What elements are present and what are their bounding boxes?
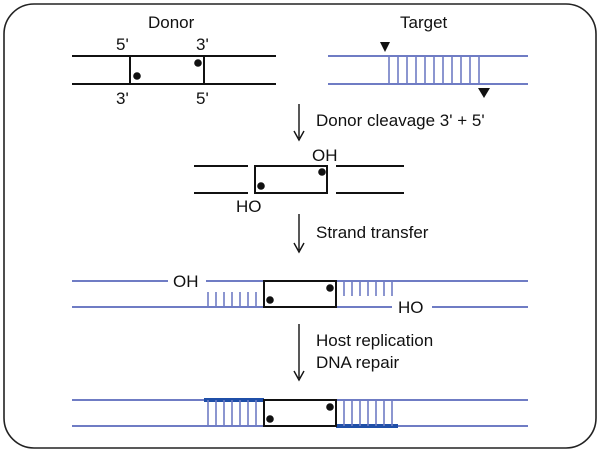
transfer-oh-label: OH: [173, 272, 199, 291]
donor-5prime-top: 5': [116, 35, 129, 54]
donor-3prime-top: 3': [196, 35, 209, 54]
donor-title: Donor: [148, 13, 195, 32]
down-arrow-icon: [293, 324, 305, 382]
repaired-product: [72, 398, 528, 428]
inserted-transposon: [263, 280, 337, 308]
right-single-strand-gap: [343, 281, 393, 296]
dot-icon: [266, 296, 274, 304]
left-duplicated-site: [207, 400, 257, 426]
right-duplicated-site: [343, 400, 393, 426]
strand-transfer-intermediate: [72, 280, 528, 308]
dot-icon: [326, 403, 334, 411]
integrated-transposon: [263, 399, 337, 427]
triangle-marker-icon: [478, 88, 490, 98]
down-arrow-icon: [293, 104, 305, 142]
down-arrow-icon: [293, 214, 305, 254]
target-site-ladder: [388, 56, 480, 84]
target-title: Target: [400, 13, 448, 32]
cleaved-donor: [194, 165, 404, 194]
outer-frame: [3, 3, 597, 449]
cleaved-oh-label: OH: [312, 146, 338, 165]
dot-icon: [257, 182, 265, 190]
step-donor-cleavage: Donor cleavage 3' + 5': [316, 111, 485, 130]
donor-5prime-bottom: 5': [196, 89, 209, 108]
step-dna-repair: DNA repair: [316, 353, 399, 372]
excised-transposon: [254, 165, 328, 194]
dot-icon: [133, 72, 141, 80]
transfer-ho-label: HO: [398, 298, 424, 317]
donor-3prime-bottom: 3': [116, 89, 129, 108]
triangle-marker-icon: [380, 42, 390, 52]
dot-icon: [266, 415, 274, 423]
left-single-strand-gap: [207, 292, 257, 307]
dot-icon: [326, 284, 334, 292]
dot-icon: [318, 168, 326, 176]
dot-icon: [194, 59, 202, 67]
step-host-replication: Host replication: [316, 331, 433, 350]
donor-molecule: [72, 55, 276, 85]
target-molecule: [328, 42, 528, 98]
step-strand-transfer: Strand transfer: [316, 223, 429, 242]
cleaved-ho-label: HO: [236, 197, 262, 216]
